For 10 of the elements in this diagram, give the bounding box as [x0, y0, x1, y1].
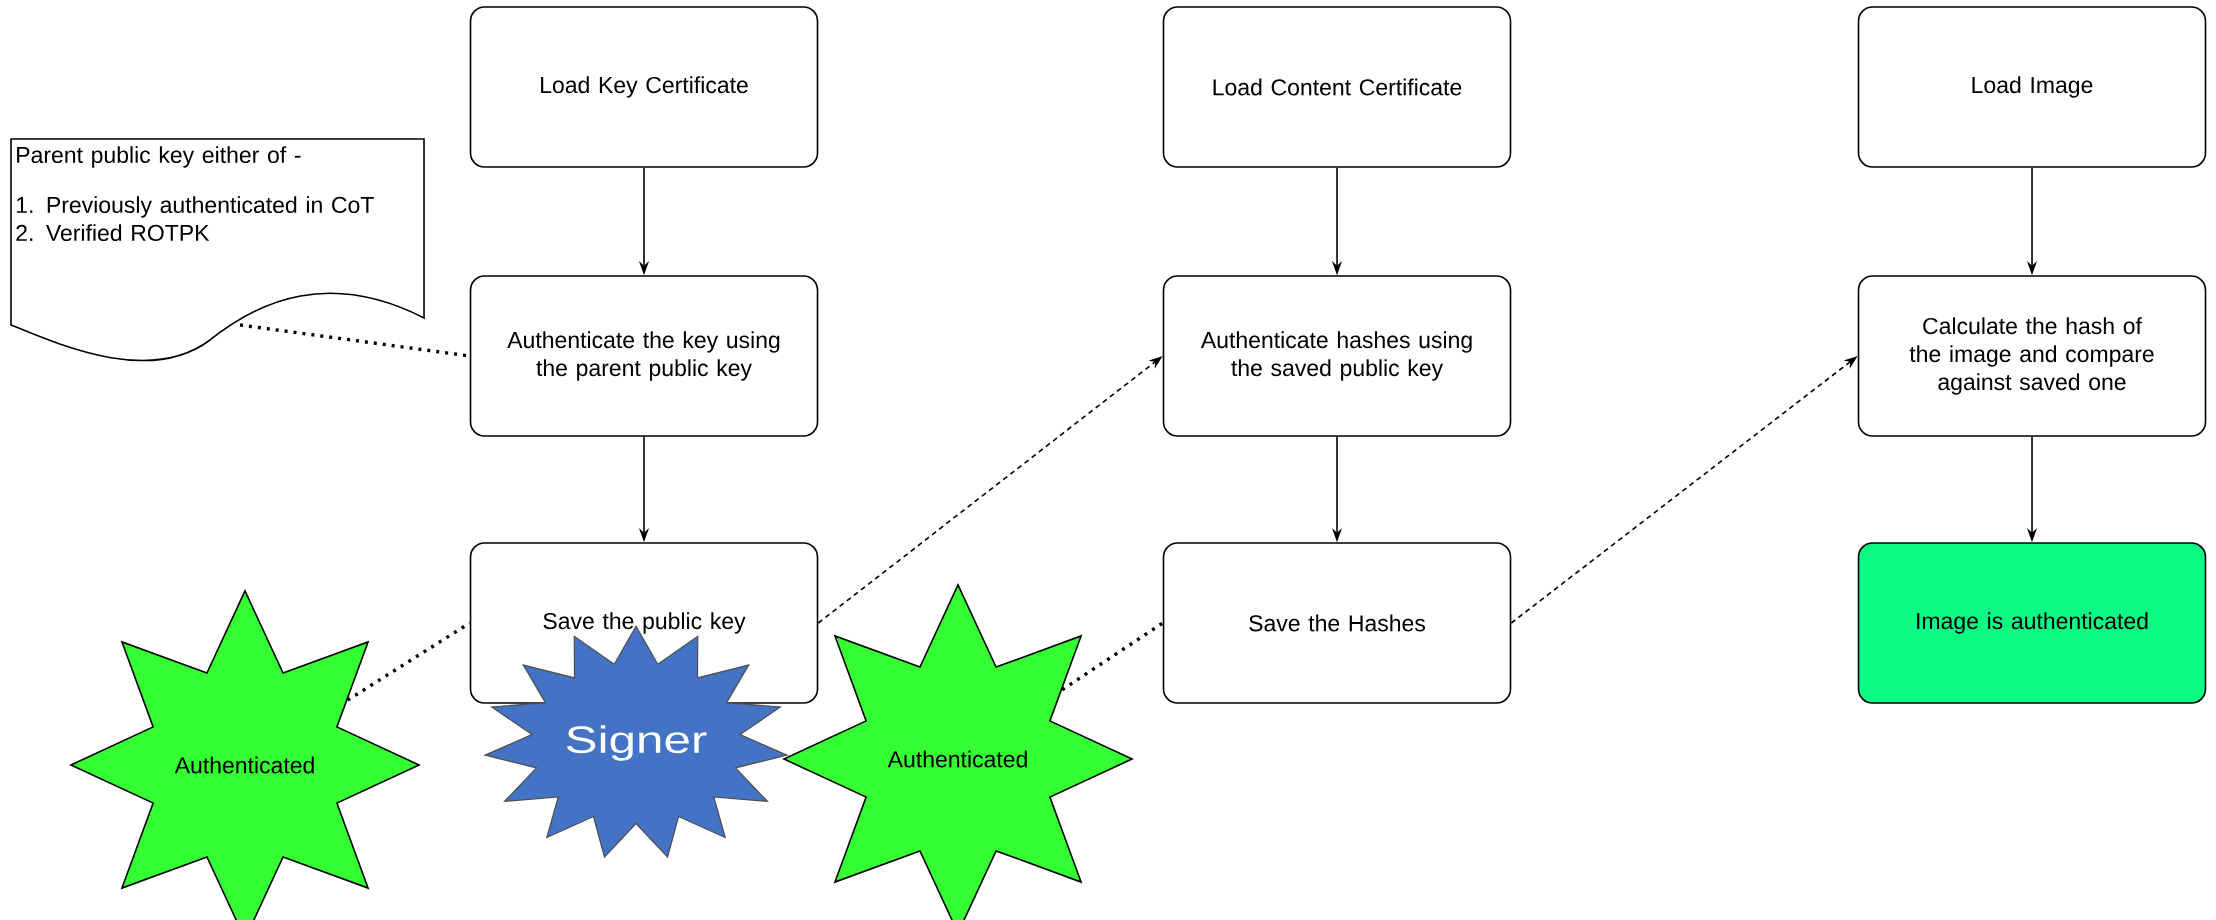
connector-line [1061, 621, 1164, 692]
connector-line [346, 621, 471, 702]
process-box: Load Key Certificate [469, 6, 819, 168]
process-box: Calculate the hash of the image and compare against saved one [1857, 275, 2207, 437]
result-box: Image is authenticated [1857, 542, 2207, 704]
process-box: Load Content Certificate [1162, 6, 1512, 168]
process-box: Authenticate hashes using the saved public key [1162, 275, 1512, 437]
process-box: Authenticate the key using the parent public key [469, 275, 819, 437]
process-box: Save the Hashes [1162, 542, 1512, 704]
process-box: Load Image [1857, 6, 2207, 168]
